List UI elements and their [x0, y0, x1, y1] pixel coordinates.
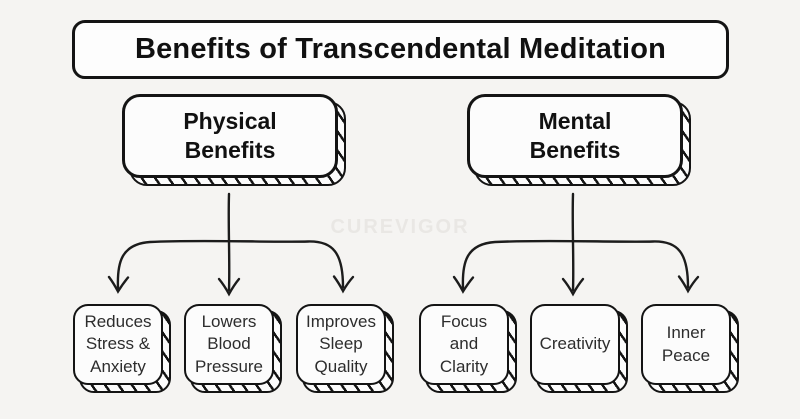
leaf-label: Improves Sleep Quality — [306, 312, 376, 376]
leaf-box-face: Focus and Clarity — [419, 304, 509, 385]
leaf-box-face: Reduces Stress & Anxiety — [73, 304, 163, 385]
watermark-text: CUREVIGOR — [330, 216, 470, 238]
arrowhead-physical-center — [217, 277, 241, 297]
leaf-box-face: Creativity — [530, 304, 620, 385]
leaf-box-face: Improves Sleep Quality — [296, 304, 386, 385]
leaf-box-inner-peace: Inner Peace — [641, 304, 739, 393]
branch-box-physical-benefits: Physical Benefits — [122, 94, 346, 186]
diagram-title-box: Benefits of Transcendental Meditation — [72, 20, 729, 79]
arrow-bar-physical — [116, 239, 345, 290]
leaf-label: Focus and Clarity — [439, 312, 489, 376]
leaf-box-face: Lowers Blood Pressure — [184, 304, 274, 385]
leaf-label: Creativity — [539, 334, 611, 354]
arrow-stem-physical — [227, 192, 231, 292]
arrowhead-mental-right — [677, 275, 700, 294]
leaf-label: Lowers Blood Pressure — [194, 312, 264, 376]
arrowhead-mental-left — [452, 275, 475, 294]
arrow-stem-mental — [571, 192, 575, 292]
branch-box-face: Physical Benefits — [122, 94, 338, 178]
leaf-box-reduces-stress-anxiety: Reduces Stress & Anxiety — [73, 304, 171, 393]
branch-label-mental: Mental Benefits — [529, 108, 621, 163]
leaf-label: Inner Peace — [661, 323, 711, 365]
arrowhead-physical-left — [107, 275, 130, 294]
leaf-box-creativity: Creativity — [530, 304, 628, 393]
leaf-box-focus-and-clarity: Focus and Clarity — [419, 304, 517, 393]
leaf-box-lowers-blood-pressure: Lowers Blood Pressure — [184, 304, 282, 393]
branch-box-mental-benefits: Mental Benefits — [467, 94, 691, 186]
leaf-box-improves-sleep-quality: Improves Sleep Quality — [296, 304, 394, 393]
arrow-bar-mental — [461, 239, 690, 290]
branch-label-physical: Physical Benefits — [183, 108, 277, 163]
branch-box-face: Mental Benefits — [467, 94, 683, 178]
leaf-label: Reduces Stress & Anxiety — [84, 312, 152, 376]
diagram-title: Benefits of Transcendental Meditation — [134, 33, 667, 65]
leaf-box-face: Inner Peace — [641, 304, 731, 385]
arrowhead-physical-right — [332, 275, 355, 294]
arrowhead-mental-center — [561, 277, 585, 297]
